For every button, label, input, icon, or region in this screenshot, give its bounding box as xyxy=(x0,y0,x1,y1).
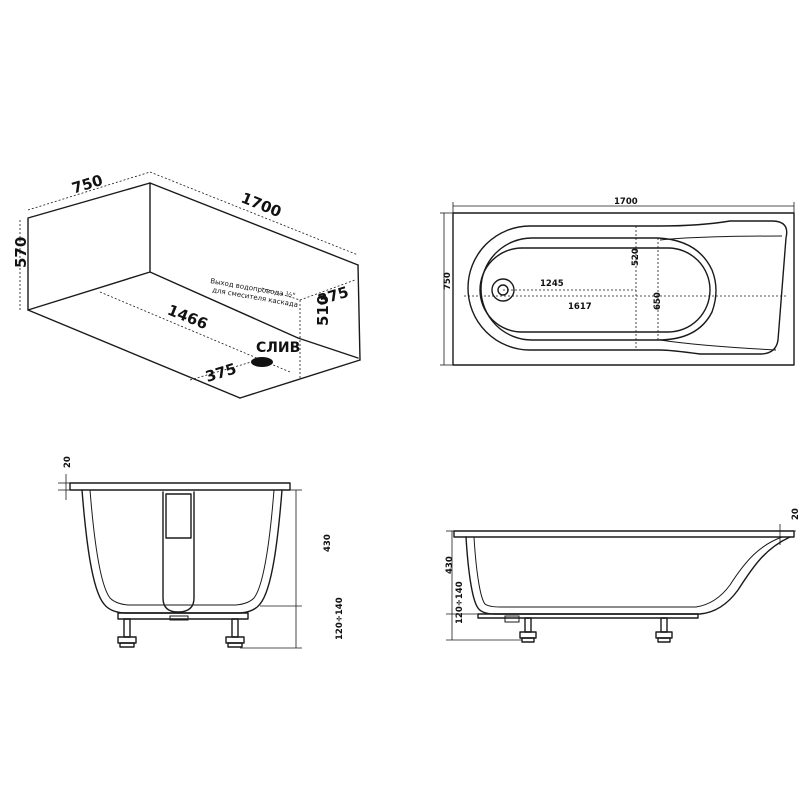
top-headrest-line-lower xyxy=(659,339,777,351)
top-bottom-width-label: 520 xyxy=(631,248,641,266)
side-rim-label: 20 xyxy=(791,508,800,520)
end-rim xyxy=(69,482,291,491)
iso-front-left-face xyxy=(27,182,151,311)
iso-spout-height-label: 510 xyxy=(314,295,332,326)
iso-inner-floor-right xyxy=(297,337,359,359)
end-inner-shell xyxy=(89,489,275,606)
side-drain-fitting xyxy=(504,615,520,623)
iso-length-dim-line xyxy=(149,171,359,256)
iso-inner-length-label: 1466 xyxy=(165,301,210,333)
top-outer-basin xyxy=(467,220,788,355)
end-leg-left xyxy=(117,618,137,648)
iso-right-vertical-edge xyxy=(357,264,361,361)
top-inner-length-label: 1617 xyxy=(568,302,592,312)
isometric-view: 750 1700 570 1466 375 375 510 СЛИВ Выход… xyxy=(12,171,361,399)
top-view: 1700 750 1245 1617 520 650 xyxy=(440,197,795,366)
end-outer-shell xyxy=(81,489,283,614)
end-overflow-pipe xyxy=(162,491,195,613)
side-rim xyxy=(453,530,795,538)
end-rim-label: 20 xyxy=(63,456,73,468)
end-legs-label: 120÷140 xyxy=(335,597,345,640)
side-depth-label: 430 xyxy=(445,556,455,574)
end-frame-bar xyxy=(117,612,249,620)
top-width-label: 750 xyxy=(443,272,453,290)
side-outer-shell xyxy=(465,536,791,615)
iso-spout-leader xyxy=(261,287,301,301)
iso-bottom-right-edge xyxy=(239,359,361,399)
end-leg-right xyxy=(225,618,245,648)
top-bowl-length-label: 1245 xyxy=(540,279,564,289)
side-inner-shell xyxy=(473,536,783,608)
end-drain-fitting xyxy=(169,615,189,621)
iso-drain-offset-label: 375 xyxy=(203,360,238,386)
iso-wall-offset-dim-line xyxy=(299,279,356,301)
side-legs-label: 120÷140 xyxy=(455,581,465,624)
side-frame-bar xyxy=(477,613,699,619)
top-drain-outer-icon xyxy=(491,278,515,302)
iso-inner-floor-edge xyxy=(149,271,299,339)
end-view: 20 430 120÷140 xyxy=(58,456,345,649)
iso-length-label: 1700 xyxy=(238,189,283,221)
top-inner-width-label: 650 xyxy=(653,292,663,310)
iso-bottom-front-edge xyxy=(27,309,241,399)
side-view: 430 120÷140 20 xyxy=(445,508,800,643)
side-leg-left xyxy=(519,617,537,643)
drain-label: СЛИВ xyxy=(256,340,300,356)
top-inner-basin xyxy=(480,237,717,341)
iso-width-label: 750 xyxy=(70,171,105,197)
end-overflow-box xyxy=(165,493,192,539)
top-length-label: 1700 xyxy=(614,197,638,207)
top-bowl-floor xyxy=(479,247,711,333)
iso-width-dim-line xyxy=(27,171,151,211)
top-headrest-line-upper xyxy=(659,235,783,241)
iso-top-back-edge xyxy=(149,182,359,266)
end-depth-label: 430 xyxy=(323,534,333,552)
top-outer-rim xyxy=(452,212,795,366)
iso-height-label: 570 xyxy=(12,237,30,268)
side-leg-right xyxy=(655,617,673,643)
drain-hole-icon xyxy=(251,357,273,367)
